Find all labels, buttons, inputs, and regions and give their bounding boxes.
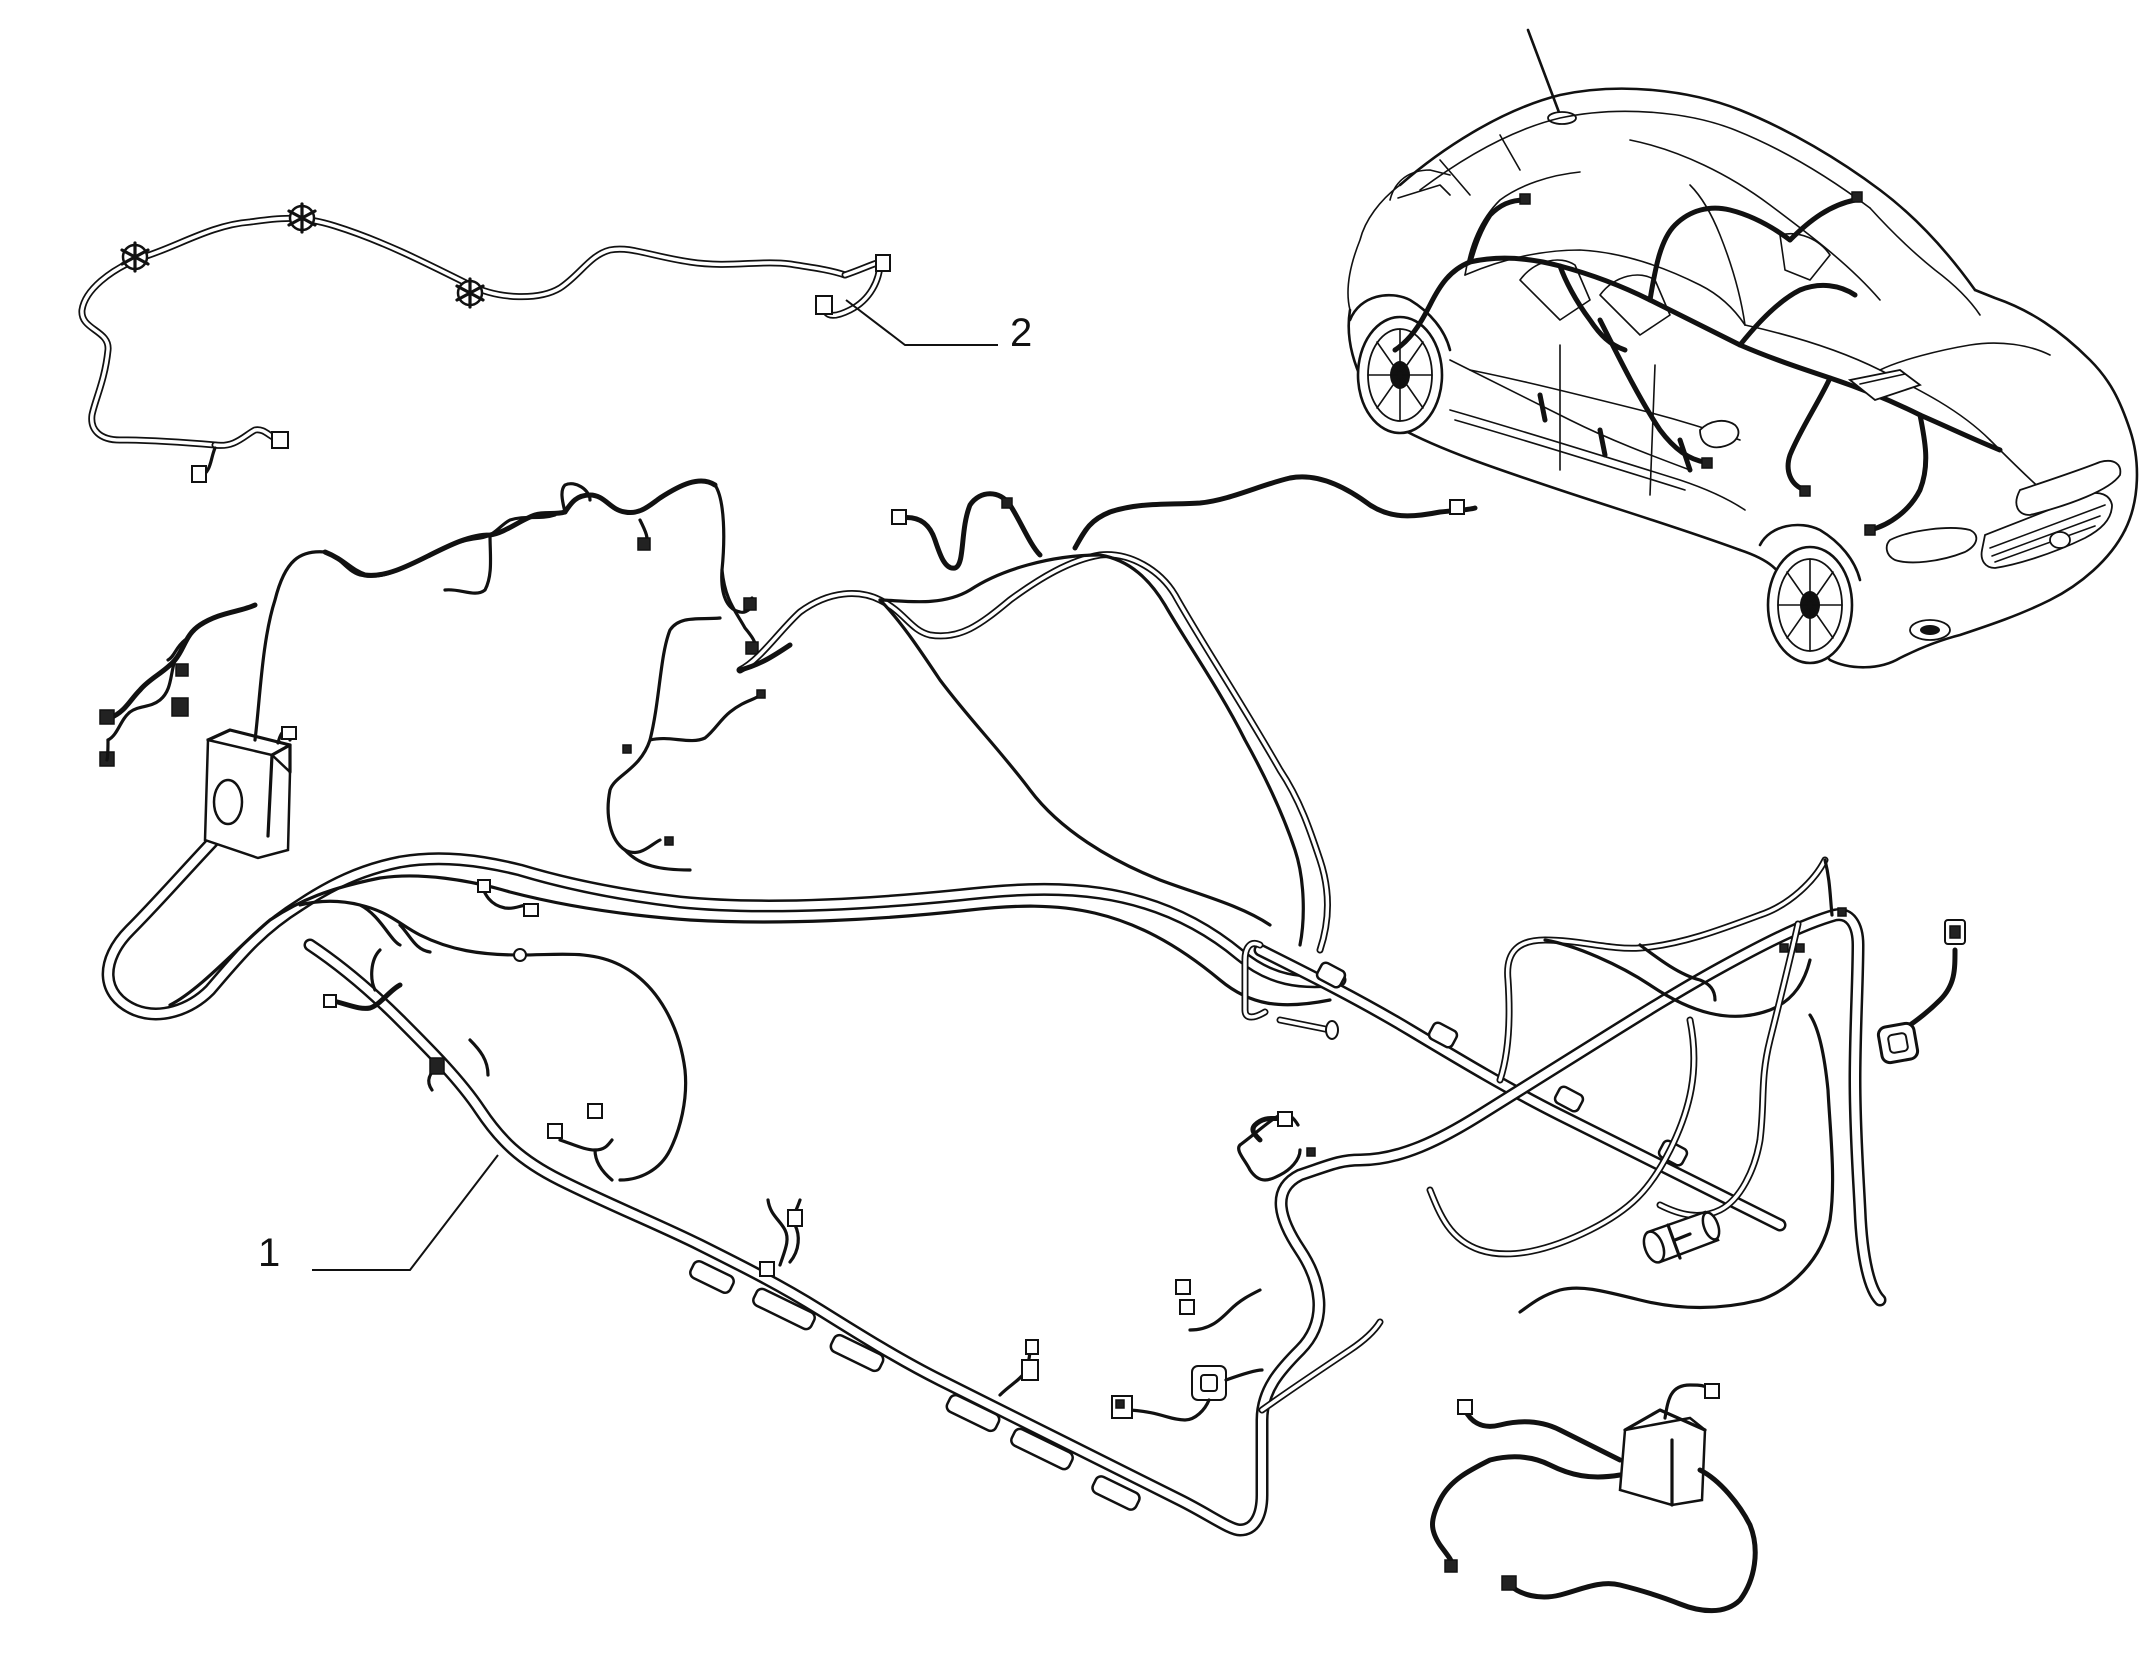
- callout-2-label: 2: [1010, 311, 1032, 355]
- sleeve-group-lower: [689, 1260, 1141, 1511]
- bottom-right-module-box: [1618, 1383, 1720, 1507]
- roof-clip-3: [455, 277, 485, 309]
- right-grommet: [1876, 1021, 1920, 1065]
- roof-clip-1: [120, 241, 150, 273]
- right-cylinder-component: [1642, 1210, 1721, 1264]
- rear-wheel: [1348, 293, 1452, 435]
- callout-1-leader: [312, 1154, 499, 1271]
- front-left-junction-box: [203, 728, 292, 860]
- callout-1-label: 1: [258, 1231, 280, 1275]
- harness-2: 2: [78, 202, 1032, 483]
- callout-2-leader: [845, 299, 998, 346]
- harness-1: 1: [99, 474, 1966, 1614]
- front-wheel: [1758, 523, 1862, 665]
- center-bracket: [1241, 940, 1339, 1040]
- vehicle-location-inset: [1347, 28, 2139, 669]
- roof-clip-2: [287, 202, 317, 234]
- sleeve-group-center: [1315, 961, 1689, 1167]
- bottom-center-module: [1111, 1318, 1384, 1422]
